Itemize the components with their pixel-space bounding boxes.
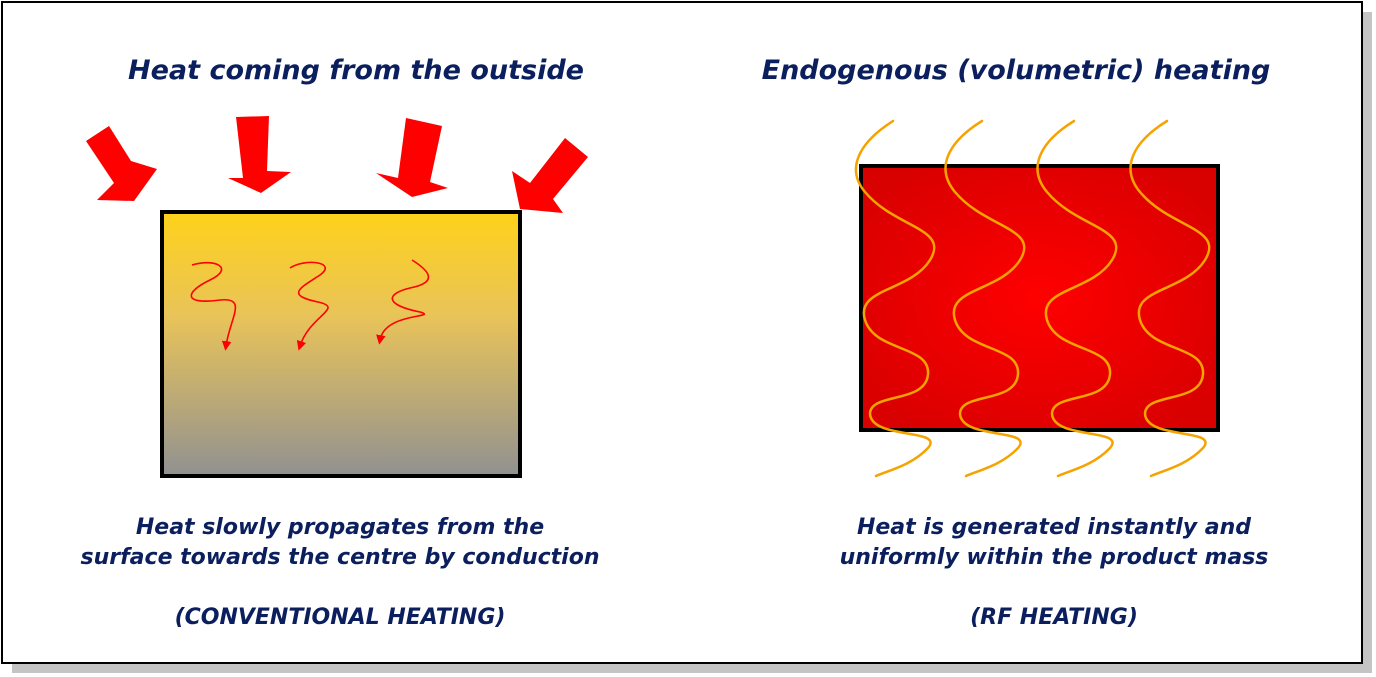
conduction-squiggle-3 [376,259,430,345]
heat-wave-4 [1129,119,1211,478]
rf-description-line-2: uniformly within the product mass [839,545,1269,570]
conventional-description-line-1: Heat slowly propagates from the [135,515,545,540]
conduction-squiggle-1 [190,261,237,351]
conduction-squiggle-2 [289,261,329,351]
rf-label: (RF HEATING) [970,605,1138,630]
heat-wave-3 [1036,119,1118,478]
conduction-squiggles [190,259,430,351]
external-heat-arrows [86,116,588,213]
heat-arrow-3 [376,118,448,197]
heat-arrow-1 [86,126,157,201]
rf-description-line-1: Heat is generated instantly and [856,515,1252,540]
rf-heading: Endogenous (volumetric) heating [761,55,1271,86]
heat-wave-2 [944,119,1026,478]
heat-wave-1 [854,119,936,478]
conventional-description-line-2: surface towards the centre by conduction [80,545,600,570]
conventional-product-block [160,210,522,478]
volumetric-heat-waves [854,119,1211,478]
conventional-heading: Heat coming from the outside [128,55,584,86]
conventional-label: (CONVENTIONAL HEATING) [174,605,506,630]
heat-arrow-4 [512,138,588,213]
heat-arrow-2 [228,116,291,193]
